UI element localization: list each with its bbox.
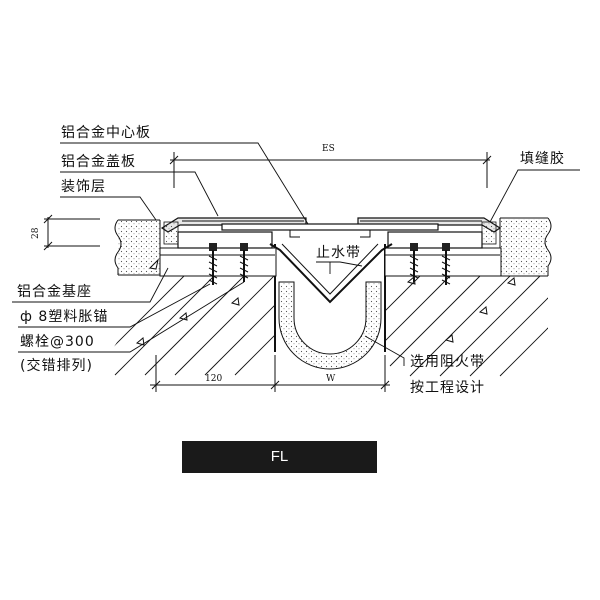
- anchor-bolt-right-1: [409, 243, 419, 282]
- anchor-bolt-left-1: [208, 243, 218, 285]
- leader-lines: [12, 142, 580, 366]
- label-stagger: (交错排列): [20, 357, 93, 374]
- dim-base-width: 120: [205, 374, 222, 384]
- decor-layer-right: [499, 217, 552, 277]
- dim-thickness: 28: [31, 227, 41, 239]
- center-plate: [221, 223, 439, 238]
- fl-badge: FL: [182, 441, 377, 473]
- decor-layer-left: [114, 219, 161, 276]
- anchor-bolts: [208, 243, 451, 285]
- label-decor-layer: 装饰层: [61, 179, 106, 195]
- label-sealant: 填缝胶: [520, 150, 565, 167]
- waterstop: [269, 243, 393, 304]
- base-seat-left: [159, 231, 277, 277]
- sealant-blocks: [163, 221, 497, 245]
- label-fire-belt: 选用阻火带: [410, 354, 485, 370]
- anchor-bolt-left-2: [239, 243, 249, 282]
- label-bolt: 螺栓@300: [20, 334, 95, 350]
- label-waterstop: 止水带: [316, 245, 361, 261]
- anchor-bolt-right-2: [441, 243, 451, 285]
- es-dimension: ES: [169, 144, 492, 188]
- label-base-seat: 铝合金基座: [17, 283, 92, 300]
- dim-gap-width: W: [326, 374, 336, 384]
- label-anchor: ф 8塑料胀锚: [20, 309, 108, 325]
- bottom-dimensions: 120 W: [150, 355, 390, 392]
- fire-belt: [278, 281, 382, 370]
- label-center-plate: 铝合金中心板: [61, 125, 151, 141]
- dim-es: ES: [322, 144, 335, 154]
- thickness-dimension: 28: [31, 214, 100, 251]
- label-cover-plate: 铝合金盖板: [61, 154, 136, 170]
- label-by-design: 按工程设计: [410, 380, 485, 396]
